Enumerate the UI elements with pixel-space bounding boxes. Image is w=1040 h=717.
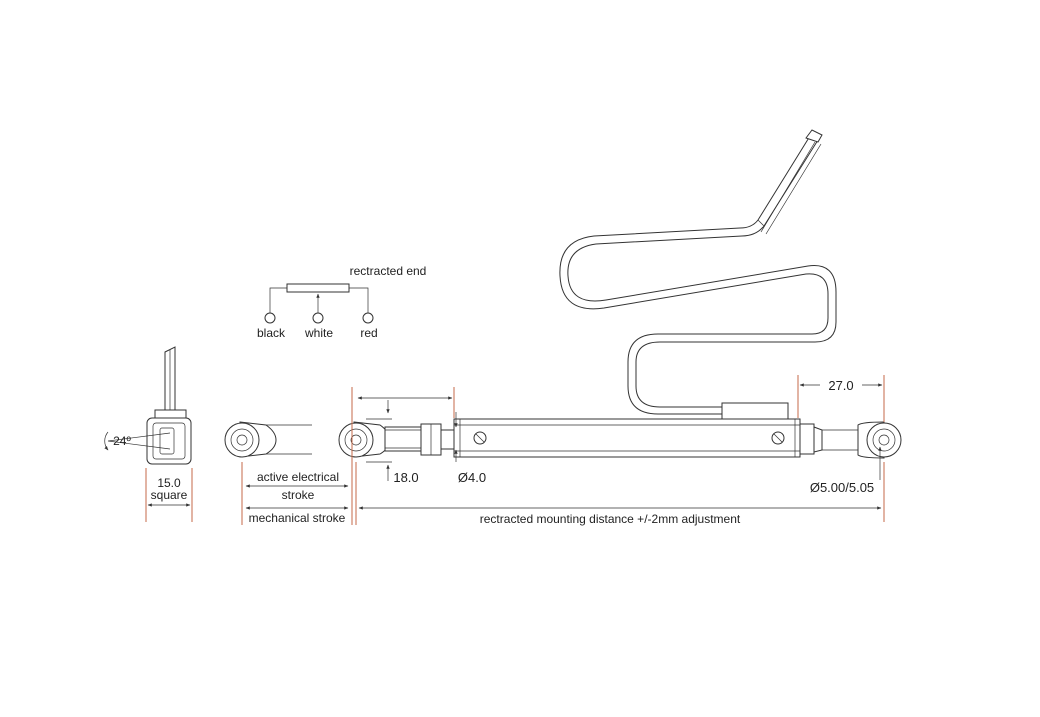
terminal-red [362, 312, 374, 324]
rod-eye-retracted [338, 421, 391, 458]
bore-diameter-label: Ø5.00/5.05 [810, 480, 874, 495]
active-stroke-label-line1: active electrical [257, 470, 339, 484]
wiring-diagram: rectracted end black white red [257, 264, 426, 340]
width-note: square [151, 488, 188, 502]
label-red: red [360, 326, 377, 340]
screw-right-slot [773, 433, 783, 443]
angle-lines [107, 432, 171, 450]
wiring-title: rectracted end [350, 264, 427, 278]
extension-lines [241, 375, 885, 525]
stroke-view [224, 421, 391, 458]
label-white: white [304, 326, 333, 340]
housing-inner [152, 422, 186, 460]
rod-dim-label: 18.0 [393, 470, 418, 485]
resistor-symbol [286, 283, 350, 293]
cable-wires [760, 141, 822, 235]
mechanical-stroke-label: mechanical stroke [249, 511, 346, 525]
width-value: 15.0 [157, 476, 181, 490]
wire-red [349, 287, 369, 313]
screw-left-slot [475, 433, 485, 443]
mounting-distance-label: rectracted mounting distance +/-2mm adju… [480, 512, 741, 526]
cable-tip [805, 129, 823, 143]
shaft-diameter-label: Ø4.0 [458, 470, 486, 485]
square-housing [146, 417, 192, 465]
label-black: black [257, 326, 286, 340]
active-stroke-label-line2: stroke [282, 488, 315, 502]
end-fitting [799, 423, 815, 455]
rod-eye-fixed [857, 421, 902, 459]
angle-arc [104, 431, 109, 451]
connector-face [159, 427, 175, 455]
sensor-body [384, 402, 902, 459]
dimensions: 18.0 Ø4.0 27.0 Ø5.00/5.05 active electri… [245, 378, 883, 526]
piston-rod [384, 426, 422, 452]
end-view: 24º 15.0 square [104, 346, 193, 522]
angle-label: 24º [113, 434, 131, 448]
end-length-label: 27.0 [828, 378, 853, 393]
cable [559, 129, 837, 415]
end-taper [813, 426, 823, 453]
cable-gland-top [721, 402, 789, 420]
terminal-black [264, 312, 276, 324]
shaft-collar [440, 429, 455, 450]
cable-sleeve-end [757, 219, 765, 227]
rod-eye-extended [224, 421, 277, 458]
terminal-white [312, 312, 324, 324]
wire-black [269, 287, 287, 313]
